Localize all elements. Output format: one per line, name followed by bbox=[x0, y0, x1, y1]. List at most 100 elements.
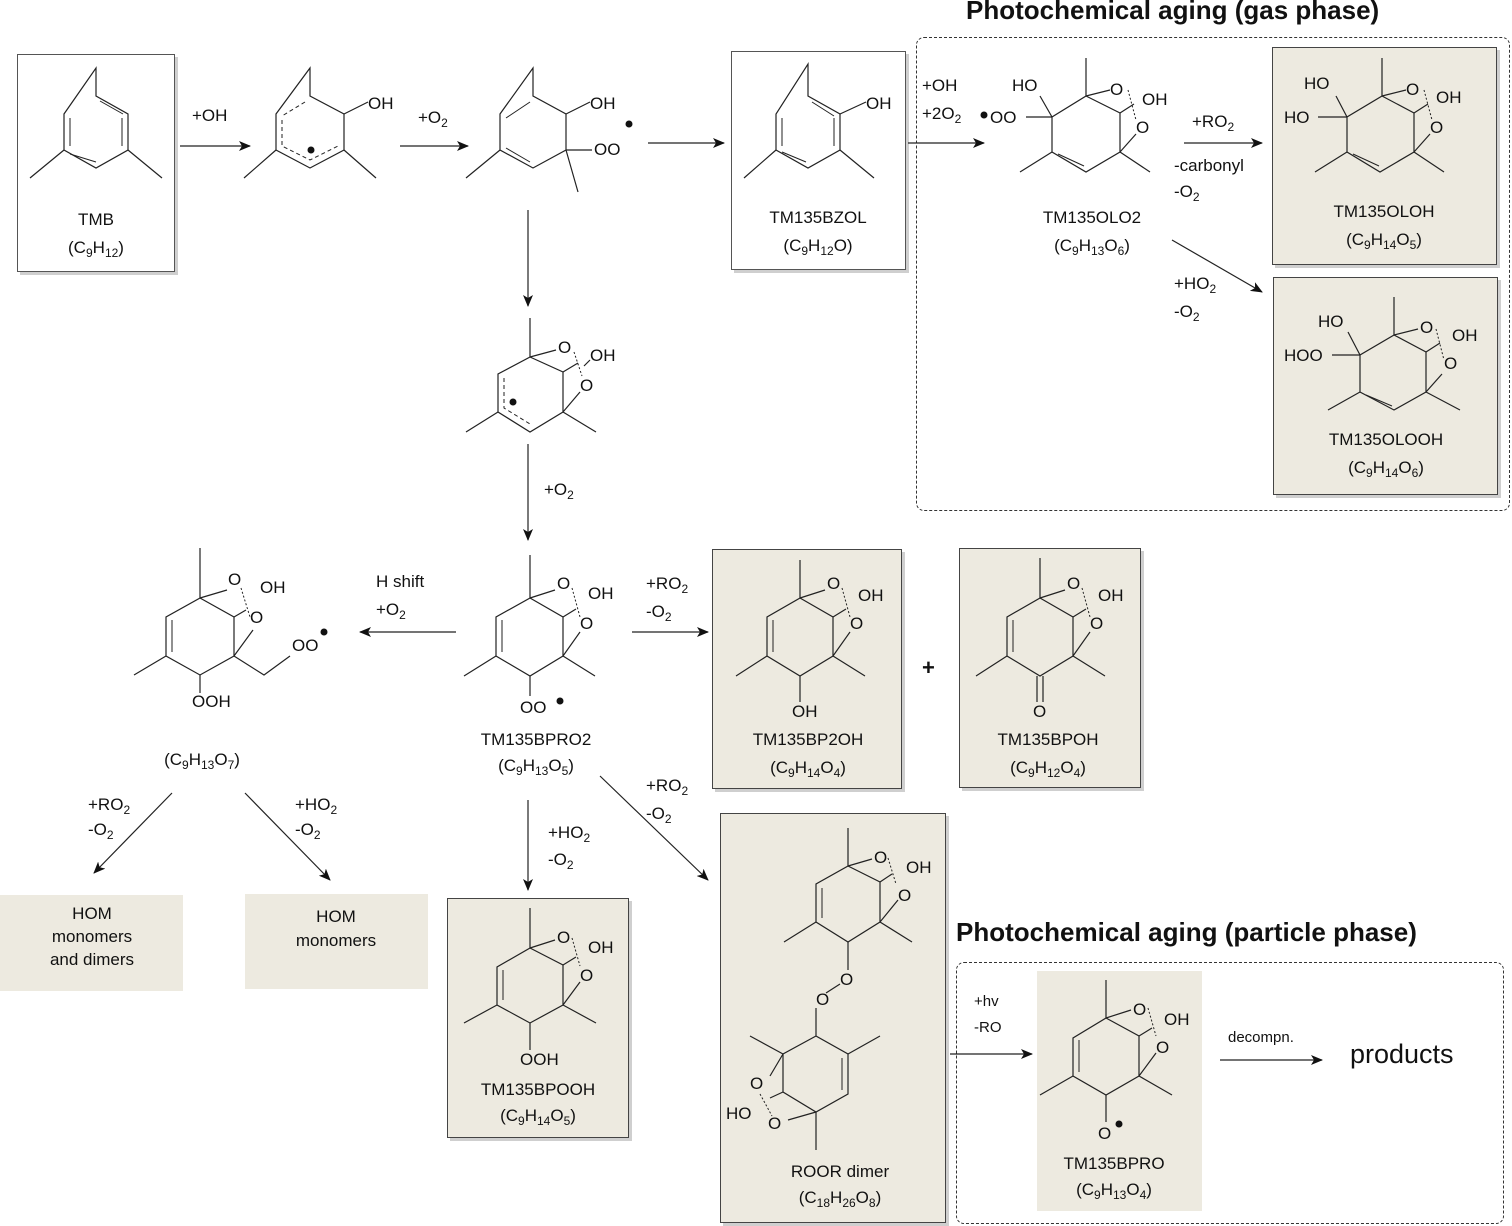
olooh-structure bbox=[1327, 297, 1461, 411]
cond-r12-b: -O2 bbox=[548, 850, 574, 872]
bpoh-name: TM135BPOH bbox=[997, 730, 1099, 749]
atom-ho: HO bbox=[1284, 108, 1310, 127]
cond-r5-b: -carbonyl bbox=[1174, 156, 1244, 175]
atom-o: O bbox=[557, 928, 571, 947]
bp2oh-name: TM135BP2OH bbox=[752, 730, 864, 749]
cond-r5-a: +RO2 bbox=[1192, 112, 1235, 134]
cond-r8-a: H shift bbox=[376, 572, 425, 591]
cond-r11-a: +HO2 bbox=[295, 795, 338, 817]
atom-o: O bbox=[874, 848, 888, 867]
atom-o: O bbox=[228, 570, 242, 589]
olooh-name: TM135OLOOH bbox=[1328, 430, 1444, 449]
atom-oh: OH bbox=[588, 938, 614, 957]
olo2-name: TM135OLO2 bbox=[1042, 208, 1142, 227]
products-label: products bbox=[1350, 1039, 1454, 1069]
bpooh-formula: (C9H14O5) bbox=[500, 1106, 576, 1128]
atom-oh: OH bbox=[1142, 90, 1168, 109]
atom-oh: OH bbox=[1164, 1010, 1190, 1029]
atom-hoo: HOO bbox=[1284, 346, 1323, 365]
tmb-name: TMB bbox=[78, 210, 114, 229]
bzol-name: TM135BZOL bbox=[769, 208, 867, 227]
atom-oh: OH bbox=[1098, 586, 1124, 605]
atom-oo: OO bbox=[292, 636, 319, 655]
cond-r8-b: +O2 bbox=[376, 600, 406, 622]
cond-r2: +O2 bbox=[418, 108, 448, 130]
atom-o: O bbox=[850, 614, 864, 633]
oh-adduct-structure bbox=[243, 66, 377, 179]
atom-o: O bbox=[898, 886, 912, 905]
bzol-box bbox=[731, 51, 906, 270]
atom-ho: HO bbox=[1012, 76, 1038, 95]
roor-structure bbox=[749, 828, 913, 1150]
cond-r15: decompn. bbox=[1228, 1029, 1294, 1046]
atom-oh: OH bbox=[858, 586, 884, 605]
cond-r10-b: -O2 bbox=[88, 820, 114, 842]
reaction-arrows bbox=[93, 138, 1323, 1065]
hom-right-line1: HOM bbox=[316, 907, 356, 926]
gas-phase-region bbox=[916, 37, 1510, 511]
bpro-name: TM135BPRO bbox=[1063, 1154, 1165, 1173]
atom-oh: OH bbox=[906, 858, 932, 877]
cond-r13-b: -O2 bbox=[646, 804, 672, 826]
bzol-formula: (C9H12O) bbox=[783, 236, 853, 258]
oloh-formula: (C9H14O5) bbox=[1346, 230, 1422, 252]
oloh-box bbox=[1272, 47, 1497, 265]
olo2-formula: (C9H13O6) bbox=[1054, 236, 1130, 258]
atom-o: O bbox=[750, 1074, 764, 1093]
radical-dots bbox=[307, 111, 1123, 1128]
cond-r4-a: +OH bbox=[922, 76, 958, 95]
bicyclic-radical-structure bbox=[465, 318, 597, 433]
cond-r12-a: +HO2 bbox=[548, 823, 591, 845]
atom-o: O bbox=[1136, 118, 1150, 137]
atom-oh: OH bbox=[590, 346, 616, 365]
atom-ooh: OOH bbox=[192, 692, 231, 711]
atom-o: O bbox=[840, 970, 854, 989]
atom-o: O bbox=[1067, 574, 1081, 593]
atom-o: O bbox=[580, 966, 594, 985]
atom-o: O bbox=[1420, 318, 1434, 337]
c9h13o7-structure bbox=[133, 548, 291, 693]
atom-o: O bbox=[1098, 1124, 1112, 1143]
bpro-structure bbox=[1039, 980, 1173, 1122]
atom-oh: OH bbox=[260, 578, 286, 597]
oloh-name: TM135OLOH bbox=[1333, 202, 1435, 221]
bp2oh-box bbox=[712, 549, 902, 789]
cond-r4-b: +2O2 bbox=[922, 104, 962, 126]
roor-name: ROOR dimer bbox=[790, 1162, 890, 1181]
atom-o: O bbox=[1430, 118, 1444, 137]
atom-o: O bbox=[827, 574, 841, 593]
cond-r9-b: -O2 bbox=[646, 602, 672, 624]
cond-r5-c: -O2 bbox=[1174, 182, 1200, 204]
atom-o: O bbox=[1444, 354, 1458, 373]
plus-sign: + bbox=[922, 655, 935, 680]
atom-oh: OH bbox=[588, 584, 614, 603]
bp2oh-formula: (C9H14O4) bbox=[770, 758, 846, 780]
atom-oo: OO bbox=[594, 140, 621, 159]
bpoh-structure bbox=[975, 558, 1106, 702]
roor-box bbox=[720, 813, 946, 1223]
olo2-structure bbox=[1019, 58, 1151, 173]
arrow-r10 bbox=[93, 792, 173, 874]
atom-o: O bbox=[250, 608, 264, 627]
atom-o: O bbox=[558, 338, 572, 357]
bpro-box bbox=[1037, 971, 1202, 1211]
atom-o: O bbox=[1406, 80, 1420, 99]
c9h13o7-formula: (C9H13O7) bbox=[164, 750, 240, 772]
hom-right-line2: monomers bbox=[295, 931, 377, 950]
cond-r7: +O2 bbox=[544, 480, 574, 502]
atom-o: O bbox=[580, 614, 594, 633]
hom-right-box bbox=[245, 894, 428, 989]
roor-formula: (C18H26O8) bbox=[798, 1188, 882, 1210]
bpro2-formula: (C9H13O5) bbox=[498, 756, 574, 778]
bpro-formula: (C9H13O4) bbox=[1076, 1180, 1152, 1202]
tmb-structure bbox=[29, 66, 163, 179]
cond-r11-b: -O2 bbox=[295, 820, 321, 842]
bpro2-name: TM135BPRO2 bbox=[480, 730, 592, 749]
atom-oo: OO bbox=[990, 108, 1017, 127]
olooh-formula: (C9H14O6) bbox=[1348, 458, 1424, 480]
atom-oh: OH bbox=[590, 94, 616, 113]
oloh-structure bbox=[1314, 58, 1445, 173]
atom-o: O bbox=[557, 574, 571, 593]
peroxy-radical-structure bbox=[465, 66, 592, 193]
